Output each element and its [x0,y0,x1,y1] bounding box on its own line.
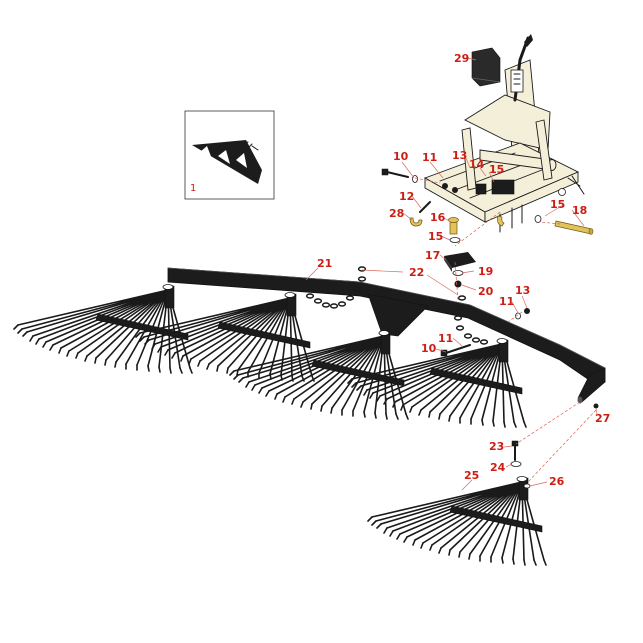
rake-head-loose [367,475,547,566]
callout-27: 27 [595,412,610,425]
nut-27 [593,403,599,409]
callout-12: 12 [399,190,414,203]
callout-22: 22 [409,266,424,279]
rake-head-2 [135,291,315,382]
callout-10: 10 [393,150,409,163]
latch-bracket [471,47,501,87]
callout-21: 21 [317,257,332,270]
inset-tine-icon [192,140,262,184]
bolt-lower [440,344,471,357]
callout-16: 16 [430,211,446,224]
callout-labels: 29 10 11 13 14 15 12 28 16 15 15 18 17 2… [317,52,610,488]
callout-19: 19 [478,265,493,278]
callout-15: 15 [428,230,443,243]
callout-23: 23 [489,440,504,453]
callout-29: 29 [454,52,469,65]
callout-11: 11 [438,332,453,345]
hitch-frame [423,34,585,233]
callout-17: 17 [425,249,440,262]
callout-24: 24 [490,461,506,474]
pivot-shaft [534,215,594,235]
screw-12 [419,201,431,213]
swivel-block [444,252,476,288]
callout-11: 11 [422,151,437,164]
inset-box: 1 [184,110,275,200]
main-beam [167,267,606,404]
callout-28: 28 [389,207,404,220]
callout-10: 10 [421,342,437,355]
callout-13: 13 [515,284,530,297]
gold-hook-right [497,215,505,227]
inset-label: 1 [190,183,196,194]
callout-25: 25 [464,469,479,482]
callout-18: 18 [572,204,587,217]
nut-26 [523,483,531,489]
rake-head-1 [13,283,193,374]
callout-14: 14 [469,158,485,171]
nut-13 [524,308,530,314]
callout-13: 13 [452,149,467,162]
callout-11: 11 [499,295,514,308]
assembly-lines [414,177,597,483]
leader-lines [305,57,598,491]
callout-15: 15 [550,198,565,211]
gold-hook [409,217,423,227]
callout-20: 20 [478,285,494,298]
bolt-23 [510,440,522,467]
callout-15: 15 [489,163,504,176]
callout-26: 26 [549,475,565,488]
